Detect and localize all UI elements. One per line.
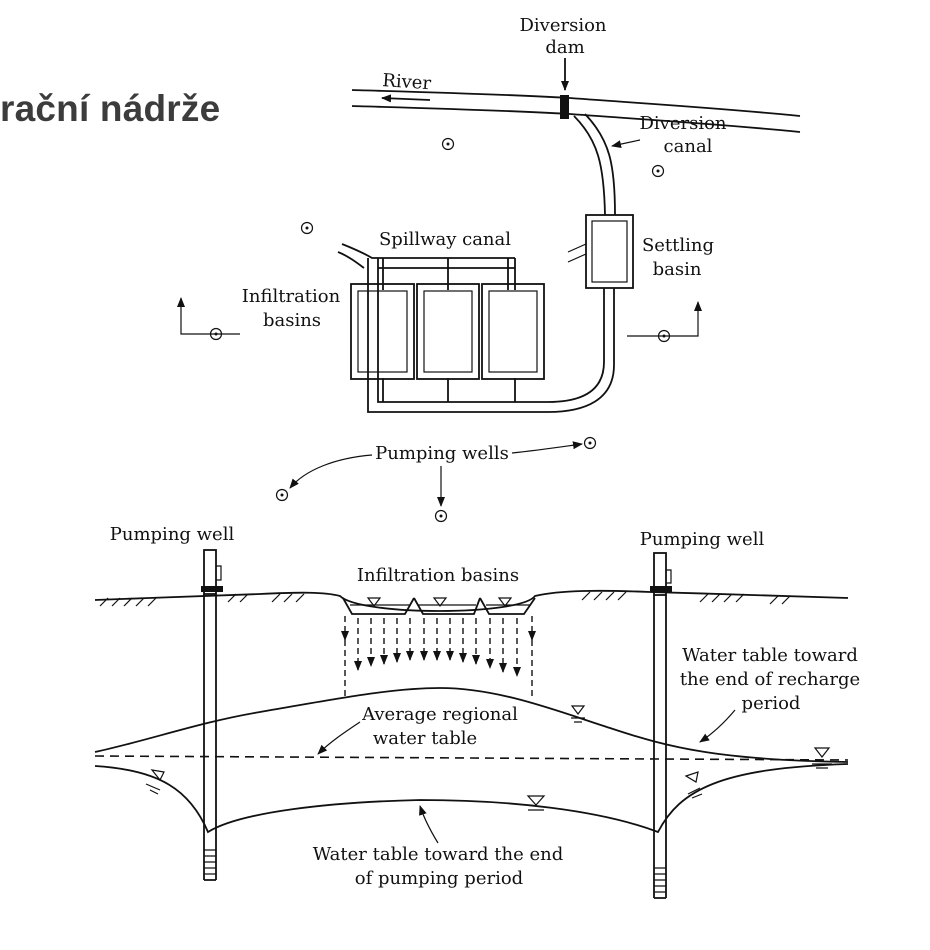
label-diversion-dam-2: dam (545, 37, 584, 58)
water-level-triangle-icon (526, 795, 546, 811)
pumping-well-left (201, 549, 223, 881)
label-pumping-well-right: Pumping well (640, 529, 765, 550)
well-symbol-icon (275, 488, 289, 502)
label-pumping-wells: Pumping wells (375, 443, 509, 464)
label-pumping-water-table: Water table toward the end (313, 844, 564, 865)
cross-section: Pumping well Pumping well Infiltration b… (94, 524, 860, 899)
average-regional-water-table (94, 755, 849, 761)
water-level-triangle-icon (497, 597, 513, 607)
label-recharge-water-table: Water table toward (682, 645, 858, 666)
pumping-well-right (650, 552, 672, 899)
diversion-dam (560, 95, 569, 119)
left-corner-arrow-icon (177, 297, 240, 335)
slide-title: rační nádrže (0, 88, 221, 129)
label-average-regional-water-table-2: water table (373, 728, 477, 749)
right-corner-arrow-icon (627, 301, 702, 337)
recharge-water-table (94, 687, 849, 763)
label-pumping-water-table-2: of pumping period (355, 868, 523, 889)
well-symbol-icon (583, 436, 597, 450)
label-recharge-water-table-2: the end of recharge (680, 669, 860, 690)
recharge-wt-arrow-icon (699, 709, 736, 743)
water-level-triangle-icon (432, 597, 448, 607)
canal-pointer-arrow-icon (611, 139, 641, 149)
label-diversion-canal: Diversion (639, 113, 726, 134)
label-infiltration-basins: Infiltration (242, 286, 341, 307)
label-spillway-canal: Spillway canal (379, 229, 511, 250)
infiltration-basins-plan (350, 283, 545, 380)
label-diversion-canal-2: canal (664, 136, 713, 157)
pumping-wells-plan (275, 436, 597, 523)
label-average-regional-water-table: Average regional (361, 704, 518, 725)
pumping-wt-arrow-icon (419, 805, 439, 844)
plan-view: Diversion dam River Diversion canal Spil… (177, 15, 801, 523)
diversion-canal (573, 113, 641, 216)
label-pumping-well-left: Pumping well (110, 524, 235, 545)
label-settling-basin-2: basin (653, 259, 702, 280)
label-infiltration-basins-2: basins (263, 310, 321, 331)
well-symbol-icon (651, 164, 665, 178)
label-river: River (382, 70, 432, 94)
regional-wt-arrow-icon (317, 721, 361, 755)
river-flow-arrow-icon (381, 94, 431, 103)
label-infiltration-basins-section: Infiltration basins (357, 565, 519, 586)
water-level-triangle-icon (684, 771, 703, 799)
river (351, 89, 801, 133)
water-level-triangle-icon (570, 705, 586, 723)
well-symbol-icon (434, 509, 448, 523)
infiltration-flow-arrows (341, 616, 536, 700)
well-symbol-icon (441, 137, 455, 151)
infiltration-basins-section (342, 597, 536, 615)
label-diversion-dam: Diversion (519, 15, 606, 36)
well-symbol-icon (300, 221, 314, 235)
pumping-water-table (94, 763, 849, 834)
water-level-triangle-icon (366, 597, 382, 607)
label-settling-basin: Settling (642, 235, 714, 256)
water-level-triangle-icon (812, 747, 832, 769)
settling-basin (567, 214, 634, 289)
label-recharge-water-table-3: period (742, 693, 801, 714)
water-level-triangle-icon (145, 769, 165, 795)
